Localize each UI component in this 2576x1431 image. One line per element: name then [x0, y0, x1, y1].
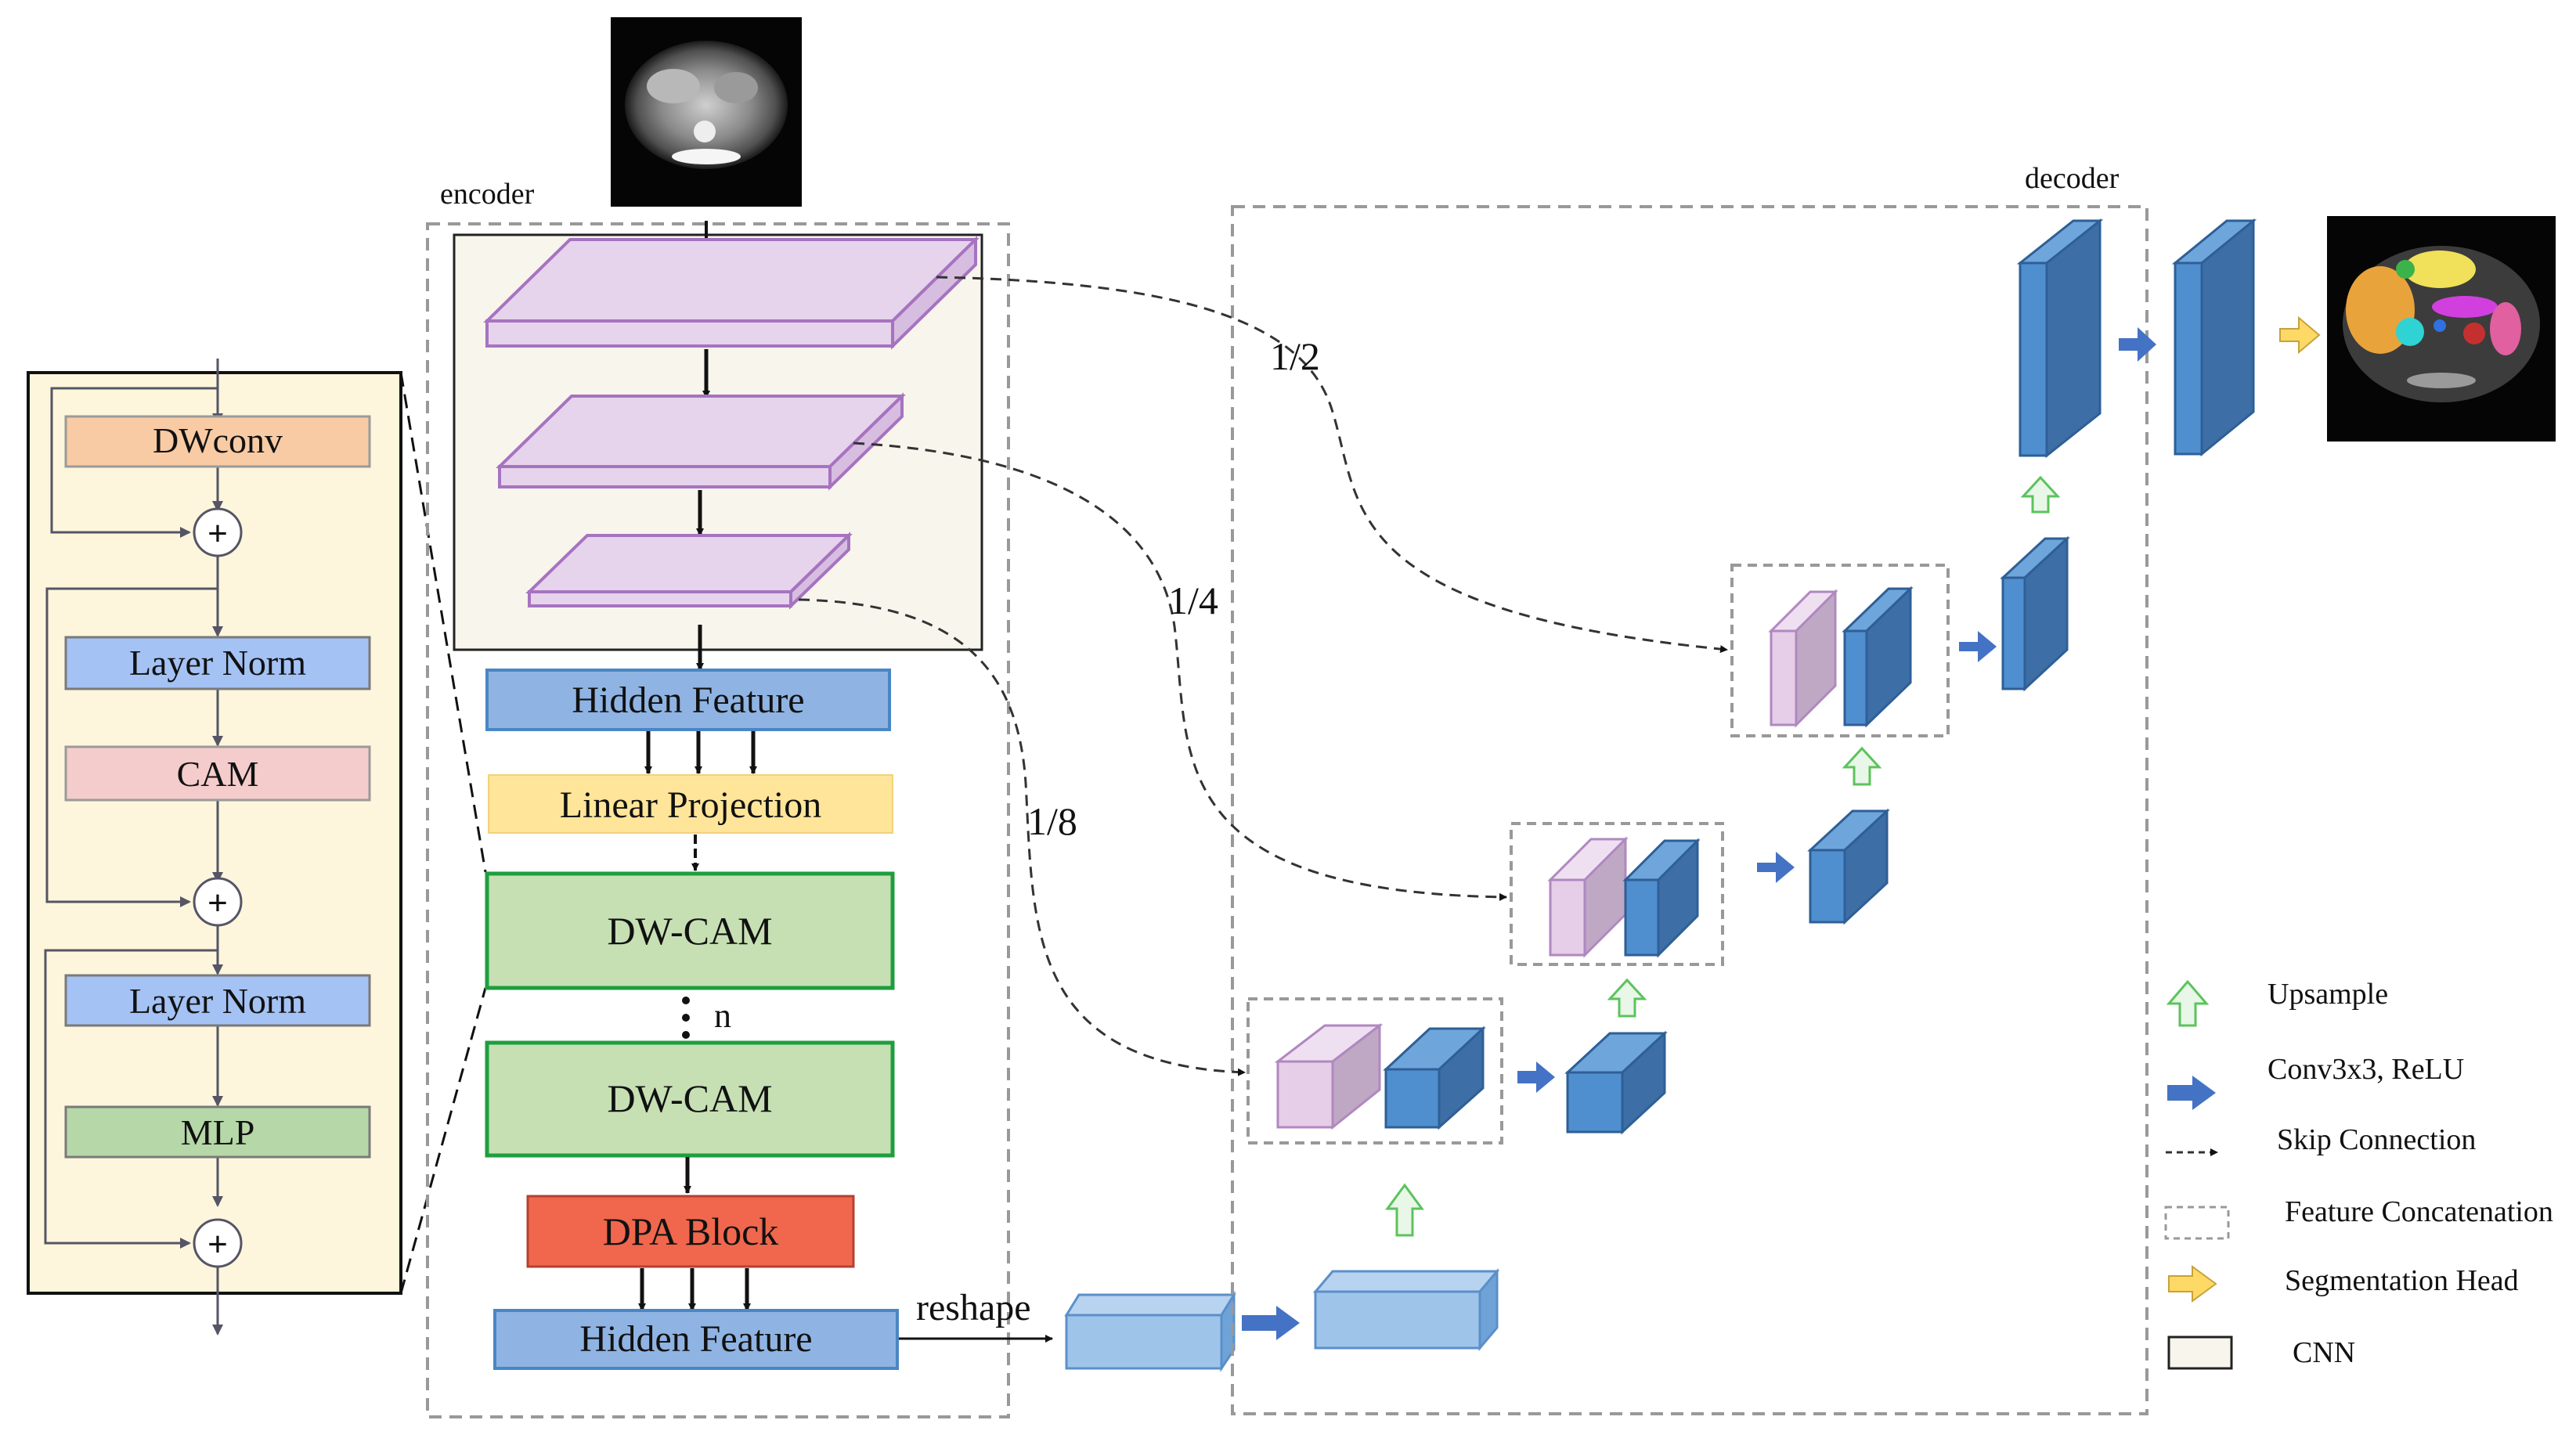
- add-node-3: +: [193, 1218, 243, 1268]
- decoder-cube-3: [1807, 808, 1890, 925]
- skip-connection-quarter: [853, 442, 1507, 901]
- conv-arrow-5: [2119, 327, 2156, 362]
- hidden-feature-top-label: Hidden Feature: [572, 679, 804, 721]
- dw-cam-label-1: DW-CAM: [607, 909, 772, 953]
- skip-label-eighth: 1/8: [1027, 799, 1077, 843]
- decoder-cube-2: [1564, 1030, 1668, 1135]
- legend-upsample: Upsample: [2166, 978, 2388, 1027]
- legend-cnn: CNN: [2167, 1335, 2355, 1370]
- concat3-blue-cube: [1842, 586, 1914, 728]
- concat2-pink-cube: [1547, 836, 1629, 958]
- conv-arrow-3: [1757, 852, 1795, 883]
- legend-conv-label: Conv3x3, ReLU: [2268, 1053, 2464, 1086]
- repeat-n-label: n: [714, 997, 731, 1035]
- upsample-arrow-2: [1607, 978, 1647, 1018]
- encoder-section: encoder: [426, 17, 1010, 1418]
- upsample-arrow-4: [2020, 475, 2061, 514]
- legend-concat-label: Feature Concatenation: [2285, 1195, 2553, 1228]
- svg-text:+: +: [207, 514, 228, 553]
- layer-norm-1-box: [64, 636, 371, 690]
- concat1-pink-cube: [1274, 1022, 1384, 1130]
- dpa-block-label: DPA Block: [603, 1209, 779, 1253]
- encoder-feature-slab-1: [483, 236, 980, 350]
- reshape-label: reshape: [916, 1287, 1031, 1328]
- add-node-1: +: [193, 507, 243, 557]
- legend-seg-head: Segmentation Head: [2168, 1264, 2519, 1303]
- skip-label-half: 1/2: [1270, 334, 1320, 378]
- concat2-blue-cube: [1622, 838, 1701, 958]
- hidden-feature-bottom-label: Hidden Feature: [579, 1318, 812, 1360]
- cam-box: [64, 745, 371, 802]
- svg-text:+: +: [207, 884, 228, 922]
- upsample-arrow-1: [1385, 1183, 1424, 1237]
- decoder-section: decoder: [1231, 162, 2148, 1415]
- conv-arrow-4: [1959, 631, 1997, 662]
- conv-arrow-bottom: [1242, 1306, 1300, 1340]
- layer-norm-2-label: Layer Norm: [129, 981, 306, 1021]
- dw-cam-box-1: [485, 871, 895, 990]
- layer-norm-2-box: [64, 974, 371, 1027]
- segmentation-head-arrow: [2279, 315, 2321, 355]
- linear-projection-label: Linear Projection: [560, 784, 822, 826]
- encoder-feature-slab-3: [525, 532, 853, 610]
- hidden-feature-bottom-box: [493, 1309, 899, 1370]
- concat3-pink-cube: [1768, 589, 1838, 728]
- legend-seg-head-label: Segmentation Head: [2285, 1264, 2519, 1297]
- dw-cam-box-2: [485, 1040, 895, 1158]
- linear-projection-box: [488, 774, 893, 834]
- legend-concat: Feature Concatenation: [2164, 1195, 2553, 1240]
- hidden-feature-top-box: [485, 669, 891, 731]
- dwconv-box: [64, 415, 371, 468]
- legend-cnn-label: CNN: [2293, 1336, 2355, 1369]
- concat-group-1: [1247, 997, 1503, 1144]
- zoom-line-top: [399, 372, 487, 873]
- dwconv-label: DWconv: [153, 420, 283, 460]
- skip-connection-half: [936, 276, 1728, 654]
- skip-label-quarter: 1/4: [1168, 579, 1218, 622]
- concat1-blue-cube: [1383, 1025, 1486, 1130]
- skip-connections: [798, 276, 1728, 1076]
- legend-skip-label: Skip Connection: [2277, 1123, 2476, 1156]
- mlp-label: MLP: [181, 1112, 255, 1152]
- add-node-2: +: [193, 877, 243, 927]
- mlp-box: [64, 1105, 371, 1159]
- repeat-dots: [682, 997, 690, 1039]
- decoder-title: decoder: [2025, 162, 2120, 195]
- legend-skip: Skip Connection: [2166, 1123, 2476, 1156]
- zoom-line-bottom: [399, 987, 487, 1294]
- encoder-title: encoder: [440, 178, 535, 211]
- reshaped-feature-cube: [1064, 1290, 1236, 1372]
- legend: Upsample Conv3x3, ReLU Skip Connection F…: [2164, 978, 2553, 1370]
- input-ct-image: [611, 17, 802, 207]
- concat-group-3: [1730, 564, 1950, 737]
- decoder-cube-5: [2016, 218, 2104, 459]
- block-detail-panel: DWconv Layer Norm CAM Layer Norm MLP + +…: [27, 359, 402, 1335]
- output-segmentation-image: [2327, 216, 2556, 442]
- cam-label: CAM: [177, 754, 259, 794]
- svg-text:+: +: [207, 1225, 228, 1263]
- decoder-bottom-cube: [1312, 1267, 1500, 1352]
- concat-group-2: [1510, 822, 1724, 966]
- legend-upsample-label: Upsample: [2268, 978, 2388, 1011]
- skip-connection-eighth: [798, 598, 1246, 1076]
- conv-arrow-2: [1517, 1062, 1555, 1093]
- decoder-cube-4: [2000, 535, 2070, 692]
- layer-norm-1-label: Layer Norm: [129, 643, 306, 683]
- legend-conv: Conv3x3, ReLU: [2167, 1053, 2464, 1110]
- upsample-arrow-3: [1842, 746, 1882, 786]
- dpa-block-box: [526, 1195, 855, 1268]
- dw-cam-label-2: DW-CAM: [607, 1076, 772, 1120]
- encoder-feature-slab-2: [496, 392, 906, 491]
- decoder-output-cube: [2171, 218, 2257, 457]
